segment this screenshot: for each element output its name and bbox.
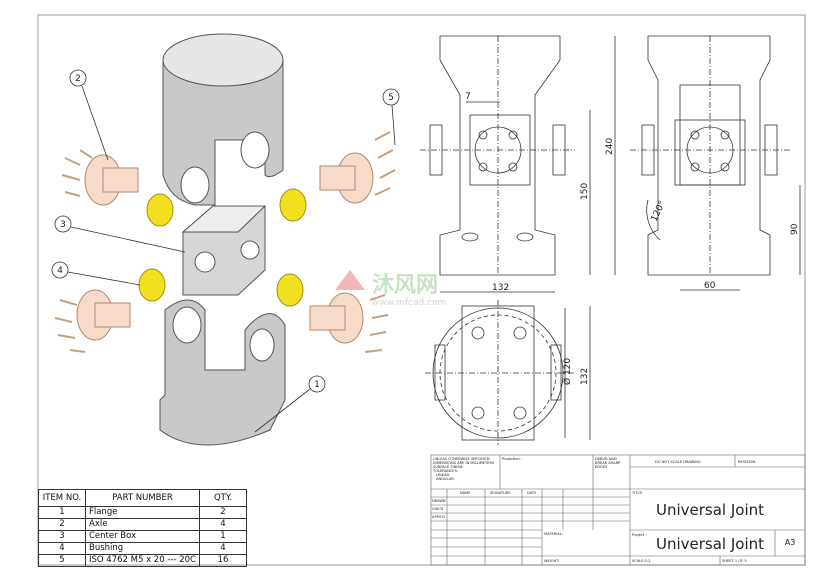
svg-text:SURFACE FINISH:: SURFACE FINISH: [433, 465, 464, 469]
top-view [425, 300, 591, 445]
balloon-4: 4 [51, 261, 141, 286]
part-number: Flange [85, 506, 200, 519]
svg-text:2: 2 [75, 74, 81, 84]
part-number: Bushing [85, 542, 200, 555]
qty: 4 [199, 542, 247, 555]
dim-top-diameter: Ø 120 [562, 358, 573, 385]
dim-front-width: 132 [492, 283, 509, 293]
balloons: 2 5 3 4 1 [51, 69, 400, 433]
svg-text:ANGULAR:: ANGULAR: [436, 477, 455, 481]
svg-text:1: 1 [314, 380, 320, 390]
svg-text:DRAWN: DRAWN [432, 499, 446, 503]
svg-text:Projection :: Projection : [502, 457, 522, 461]
balloon-5: 5 [382, 88, 400, 146]
item-no: 5 [38, 554, 86, 567]
svg-text:DATE: DATE [527, 491, 537, 495]
dim-front-height: 240 [605, 138, 615, 155]
dim-top-height: 132 [580, 368, 590, 385]
title-block-text: UNLESS OTHERWISE SPECIFIED: DIMENSIONS A… [432, 457, 755, 563]
item-no: 1 [38, 506, 86, 519]
front-view [420, 35, 616, 293]
exploded-view [54, 33, 396, 446]
lower-yoke [159, 299, 286, 446]
bom-header-part: PART NUMBER [85, 489, 200, 507]
svg-text:MATERIAL:: MATERIAL: [544, 532, 563, 536]
balloon-2: 2 [69, 69, 109, 161]
svg-text:4: 4 [57, 266, 63, 276]
center-box [181, 205, 267, 296]
svg-text:TOLERANCES:: TOLERANCES: [432, 469, 458, 473]
svg-text:LINEAR:: LINEAR: [436, 473, 450, 477]
svg-text:沐风网: 沐风网 [372, 273, 438, 298]
item-no: 3 [38, 530, 86, 543]
dim-front-inner: 150 [580, 183, 590, 200]
part-number: Center Box [85, 530, 200, 543]
svg-text:BREAK SHARP: BREAK SHARP [595, 461, 621, 465]
balloon-1: 1 [254, 375, 326, 433]
dim-side-angle: 120° [650, 199, 668, 223]
svg-text:CHK'D: CHK'D [432, 507, 444, 511]
svg-text:NAME: NAME [460, 491, 471, 495]
svg-text:WEIGHT:: WEIGHT: [544, 559, 559, 563]
dim-side-width: 60 [704, 281, 716, 291]
bolts [54, 131, 396, 353]
svg-text:DEBUR AND: DEBUR AND [595, 457, 617, 461]
sheet-border [37, 14, 806, 566]
svg-text:SIGNATURE: SIGNATURE [490, 491, 511, 495]
qty: 1 [199, 530, 247, 543]
svg-text:SCALE:1:2: SCALE:1:2 [632, 559, 651, 563]
part-number: ISO 4762 M5 x 20 --- 20C [85, 554, 200, 567]
bom-header-item: ITEM NO. [38, 489, 86, 507]
svg-text:DO NOT SCALE DRAWING: DO NOT SCALE DRAWING [655, 460, 701, 464]
drawing-title: Universal Joint [656, 501, 764, 519]
qty: 4 [199, 518, 247, 531]
flanges [76, 152, 374, 344]
dim-side-height: 90 [790, 223, 800, 235]
svg-text:REVISION: REVISION [738, 460, 755, 464]
svg-text:DIMENSIONS ARE IN MILLIMETERS: DIMENSIONS ARE IN MILLIMETERS [433, 461, 495, 465]
sheet-size: A3 [785, 538, 796, 547]
svg-text:www.mfcad.com: www.mfcad.com [372, 298, 446, 308]
side-view [630, 35, 801, 291]
svg-text:3: 3 [60, 220, 66, 230]
project-name: Universal Joint [656, 535, 764, 553]
qty: 16 [199, 554, 247, 567]
svg-text:Project :: Project : [632, 533, 647, 537]
dim-front-offset: 7 [465, 92, 471, 102]
part-number: Axle [85, 518, 200, 531]
watermark: 沐风网 www.mfcad.com [335, 270, 446, 308]
svg-text:SHEET 1 OF 5: SHEET 1 OF 5 [722, 559, 747, 563]
svg-text:TITLE:: TITLE: [631, 491, 643, 495]
bushings [138, 188, 307, 307]
svg-text:5: 5 [388, 93, 394, 103]
bom-header-qty: QTY. [199, 489, 247, 507]
svg-text:UNLESS OTHERWISE SPECIFIED:: UNLESS OTHERWISE SPECIFIED: [433, 457, 491, 461]
upper-yoke [162, 33, 284, 206]
item-no: 4 [38, 542, 86, 555]
title-block [430, 454, 806, 566]
qty: 2 [199, 506, 247, 519]
balloon-3: 3 [54, 215, 186, 253]
svg-text:EDGES: EDGES [595, 465, 608, 469]
svg-text:APPV'D: APPV'D [432, 515, 445, 519]
item-no: 2 [38, 518, 86, 531]
bom-header-row: ITEM NO. PART NUMBER QTY. [38, 489, 247, 507]
